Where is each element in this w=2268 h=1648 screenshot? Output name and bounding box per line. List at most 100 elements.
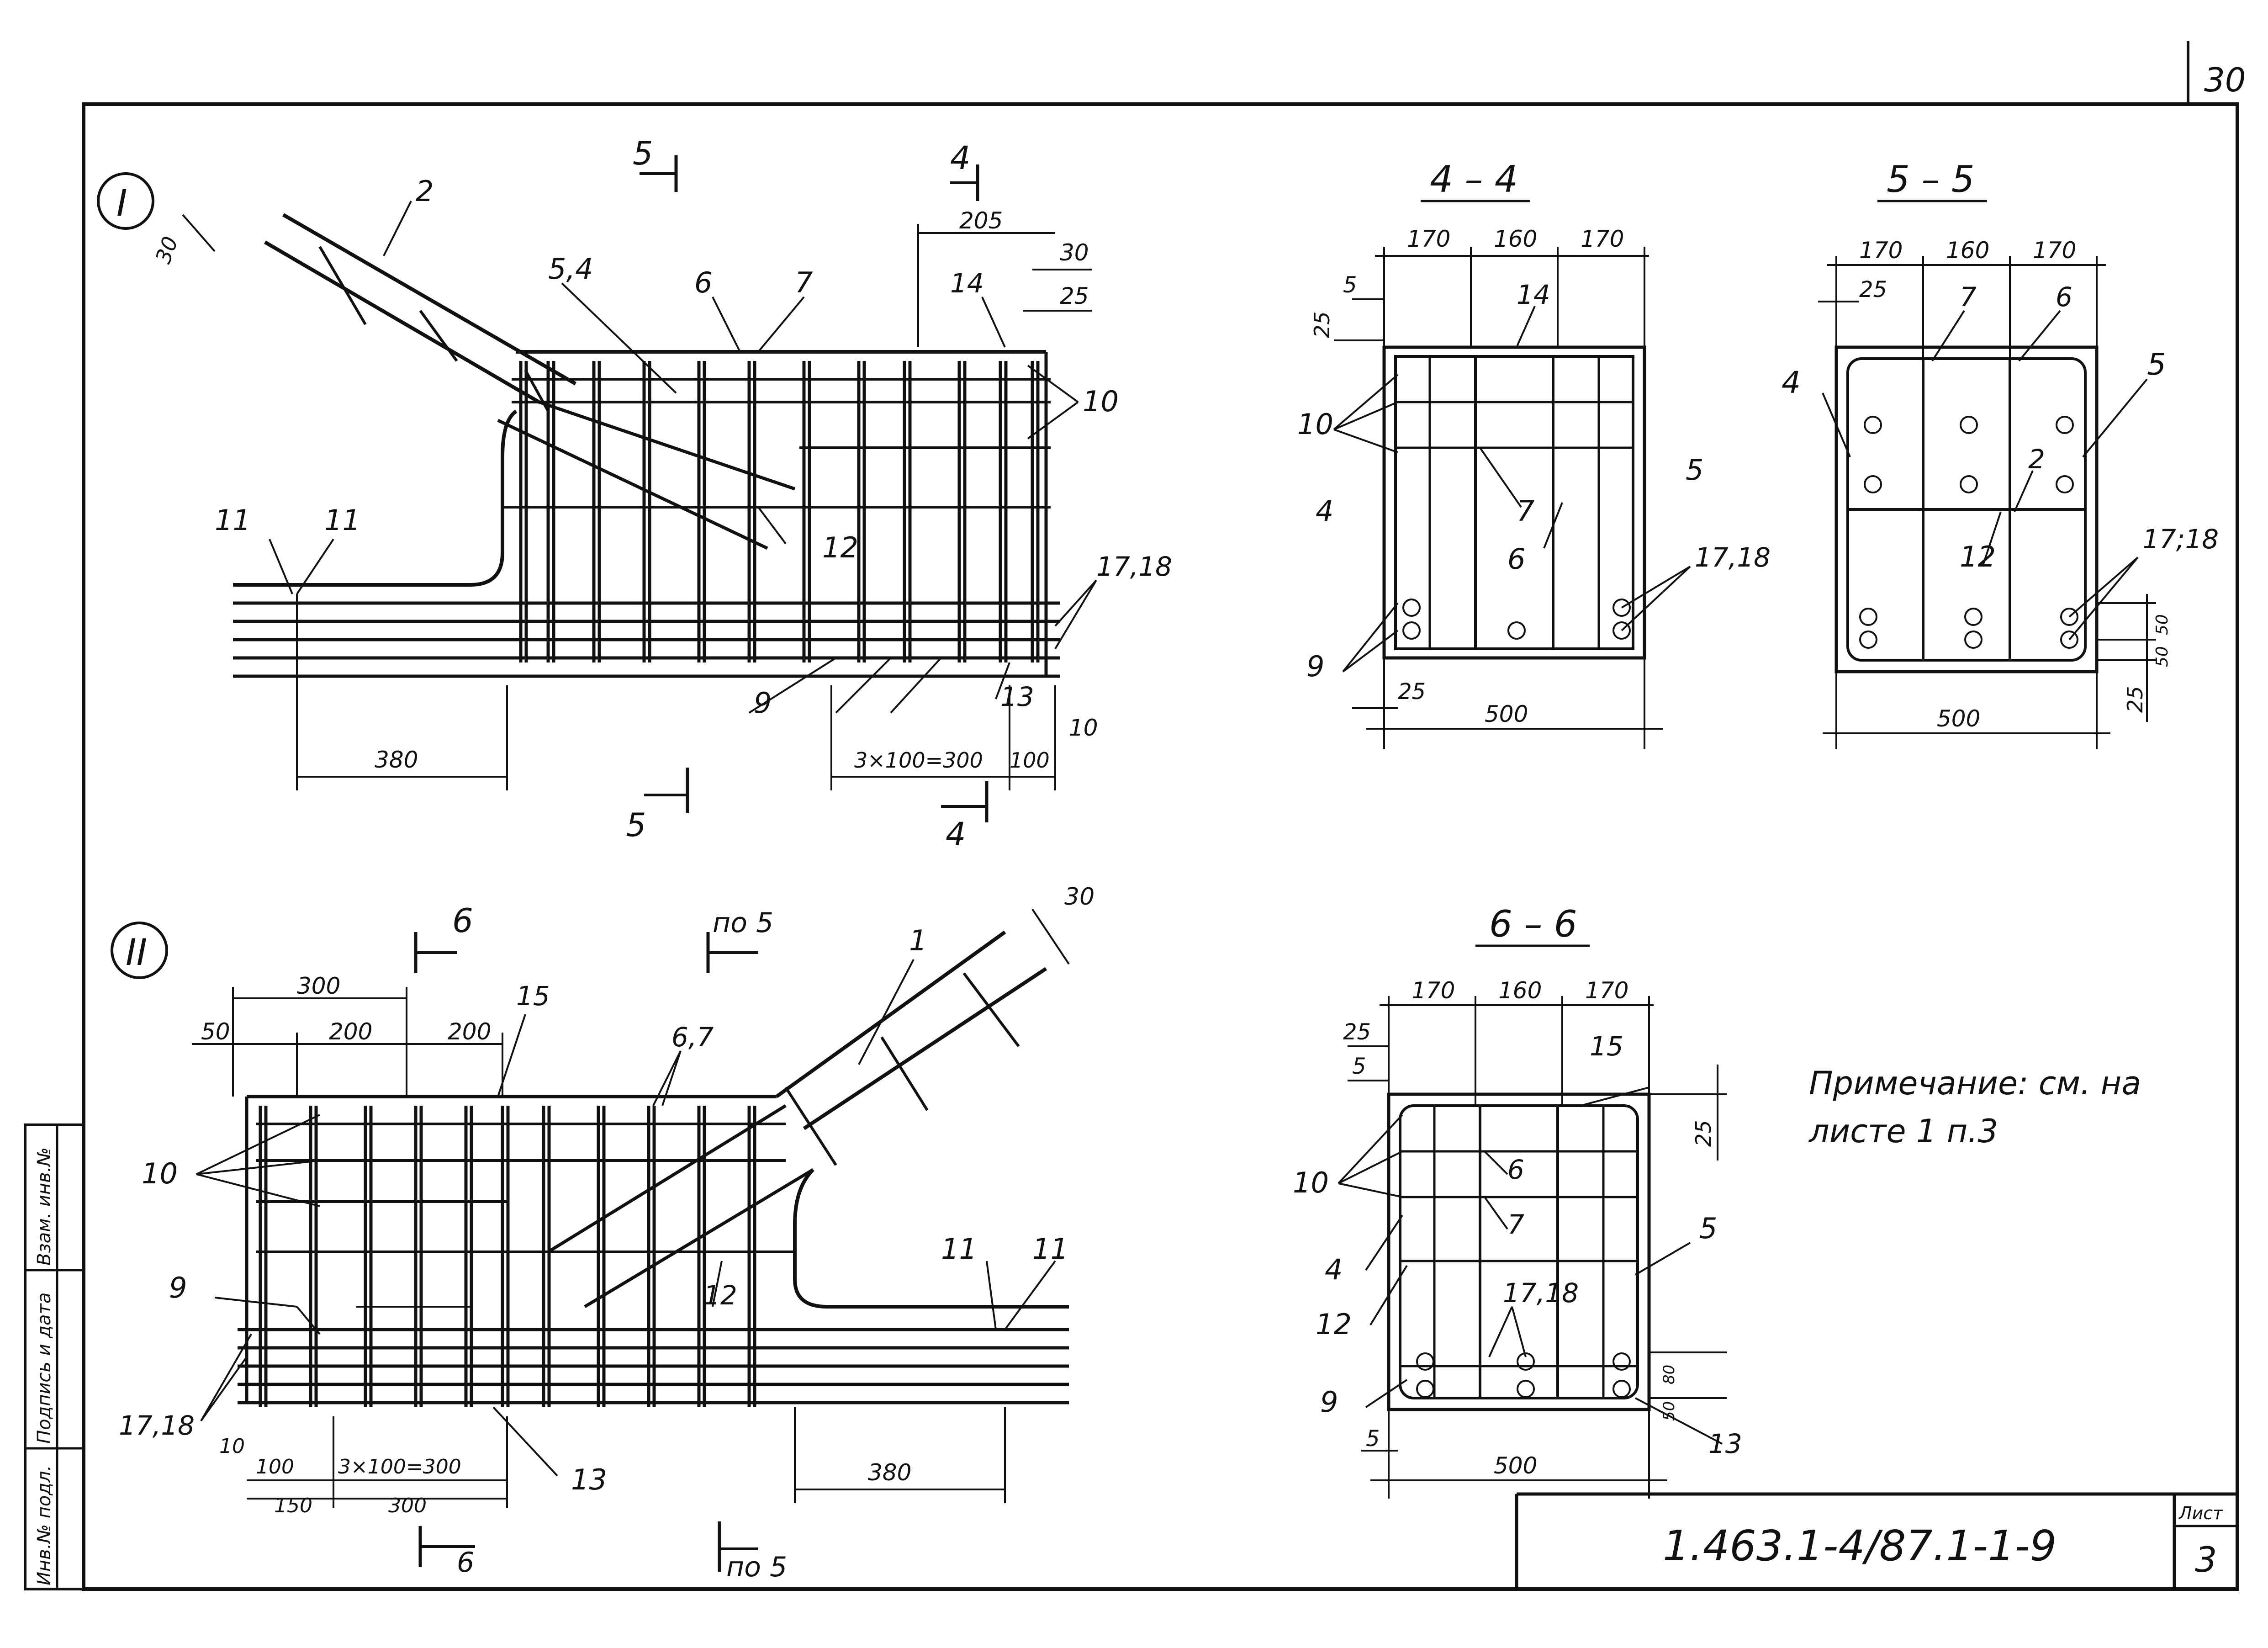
s55-callout-6: 6: [2056, 281, 2072, 313]
view-2-dim-3x100: 3×100=300: [338, 1455, 461, 1478]
view-1-callout-11b: 11: [324, 503, 360, 537]
view-2-leaders: [196, 959, 1056, 1477]
sheet-frame: [82, 41, 2239, 1591]
view-1-dim-380: 380: [375, 747, 418, 773]
view-2-mark-6-top: 6: [452, 901, 473, 940]
s55-callout-2: 2: [2028, 444, 2045, 475]
s66-callout-7: 7: [1507, 1209, 1524, 1240]
note-line-2: листе 1 п.3: [1808, 1113, 1998, 1150]
s44-dim-170b: 170: [1581, 226, 1624, 252]
view-1-dim-30-right: 30: [1060, 239, 1089, 266]
view-2-callout-11b: 11: [1032, 1232, 1068, 1266]
view-2-inclined-bar: [547, 930, 1047, 1309]
view-1-mark-4-top: 4: [950, 139, 971, 177]
view-2-section-marks: [414, 932, 758, 1572]
s55-callout-12: 12: [1960, 540, 1996, 573]
s66-dim-25-right: 25: [1691, 1120, 1716, 1147]
s44-callout-9: 9: [1306, 650, 1324, 683]
section-4-4-title: 4 – 4: [1430, 158, 1518, 201]
stamp-vzam: Взам. инв.№: [34, 1147, 55, 1266]
s44-callout-17-18: 17,18: [1695, 542, 1771, 573]
s55-callout-7: 7: [1960, 281, 1977, 313]
view-2-callout-13: 13: [571, 1463, 607, 1496]
s44-dim-160: 160: [1494, 226, 1537, 252]
view-1-dims: [182, 214, 1092, 790]
s66-dim-170b: 170: [1585, 977, 1628, 1004]
s55-callout-4: 4: [1782, 365, 1801, 400]
s66-dim-80: 80: [1660, 1365, 1678, 1384]
s44-callout-10: 10: [1297, 408, 1333, 441]
view-1-dim-205: 205: [959, 207, 1003, 234]
side-stamp: Взам. инв.№ Подпись и дата Инв.№ подл.: [24, 1123, 85, 1590]
s44-dim-25: 25: [1310, 311, 1334, 338]
s66-callout-6: 6: [1507, 1154, 1524, 1185]
s66-dim-25: 25: [1343, 1019, 1371, 1045]
view-2-dim-150: 150: [274, 1494, 312, 1517]
s66-dim-500: 500: [1494, 1452, 1537, 1479]
view-1-callout-7: 7: [795, 266, 813, 299]
s55-dim-50b: 50: [2153, 646, 2172, 667]
view-2-callout-12: 12: [703, 1280, 737, 1311]
view-2-callout-10: 10: [142, 1157, 178, 1190]
s66-callout-9: 9: [1320, 1385, 1338, 1419]
stamp-podpis: Подпись и дата: [34, 1293, 55, 1444]
view-2-dim-200b: 200: [448, 1018, 491, 1045]
s55-dim-25-right: 25: [2123, 686, 2147, 713]
view-2-callout-11a: 11: [941, 1232, 977, 1266]
s44-dim-170a: 170: [1407, 226, 1450, 252]
view-1-callout-14: 14: [950, 268, 984, 299]
sheet-label: Лист: [2178, 1503, 2224, 1523]
s66-dim-5: 5: [1352, 1054, 1366, 1079]
s44-callout-14: 14: [1517, 279, 1550, 310]
view-2-dim-380: 380: [868, 1459, 911, 1486]
s66-callout-17-18: 17,18: [1503, 1277, 1579, 1309]
view-1-dim-100: 100: [1010, 748, 1050, 773]
drawing-code: 1.463.1-4/87.1-1-9: [1663, 1521, 2057, 1570]
stamp-inv: Инв.№ подл.: [34, 1465, 55, 1585]
note-line-1: Примечание: см. на: [1809, 1065, 2141, 1102]
view-1-section-marks: [640, 155, 989, 822]
s55-dim-25: 25: [1859, 277, 1887, 302]
section-6-6: 6 – 6: [1293, 903, 1742, 1499]
s44-dim-500: 500: [1485, 701, 1528, 727]
s66-callout-4: 4: [1325, 1253, 1343, 1286]
view-1-marker: I: [97, 172, 154, 230]
corner-sheet-number: 30: [2204, 61, 2246, 99]
view-2-stirrups: [260, 1106, 755, 1407]
view-2-dim-10: 10: [219, 1435, 245, 1458]
view-1-callout-12: 12: [822, 531, 858, 564]
s44-callout-6: 6: [1507, 542, 1525, 576]
s55-dim-500: 500: [1937, 705, 1980, 732]
view-2-mark-po5-bottom: по 5: [726, 1551, 787, 1583]
view-1-dim-3x100: 3×100=300: [854, 748, 983, 773]
view-1-inclined-bar: [264, 213, 796, 550]
s44-dim-25-low: 25: [1398, 679, 1426, 705]
s66-callout-13: 13: [1708, 1428, 1742, 1459]
view-2-dim-30: 30: [1064, 883, 1094, 911]
sheet-number: 3: [2195, 1539, 2217, 1580]
view-1-leaders: [269, 201, 1097, 714]
view-1-mark-4-bottom: 4: [946, 816, 966, 853]
s55-dim-170a: 170: [1859, 237, 1903, 264]
view-2-marker: II: [111, 922, 168, 979]
view-2-roman: II: [126, 931, 147, 974]
s66-dim-50: 50: [1660, 1401, 1678, 1421]
view-2-callout-6-7: 6,7: [671, 1022, 714, 1053]
view-1-callout-9: 9: [754, 686, 772, 720]
title-block: [1515, 1492, 2237, 1589]
section-4-4: 4 – 4 170 160: [1297, 158, 1771, 749]
view-1-callout-5-4: 5,4: [548, 252, 593, 286]
s55-dim-160: 160: [1946, 237, 1989, 264]
view-1-callout-6: 6: [694, 266, 712, 299]
view-1-mark-5-top: 5: [633, 135, 653, 172]
view-1-callout-10: 10: [1083, 385, 1119, 418]
view-2-dim-200a: 200: [329, 1018, 372, 1045]
view-1-dim-30-left: 30: [151, 233, 183, 266]
section-5-5-title: 5 – 5: [1887, 158, 1975, 201]
s55-callout-5: 5: [2147, 347, 2166, 382]
s66-callout-10: 10: [1293, 1166, 1329, 1199]
s55-callout-17-18: 17;18: [2142, 524, 2219, 555]
view-1-callout-2: 2: [416, 175, 434, 208]
view-2-dim-50: 50: [201, 1018, 230, 1045]
s44-callout-4: 4: [1316, 494, 1333, 528]
